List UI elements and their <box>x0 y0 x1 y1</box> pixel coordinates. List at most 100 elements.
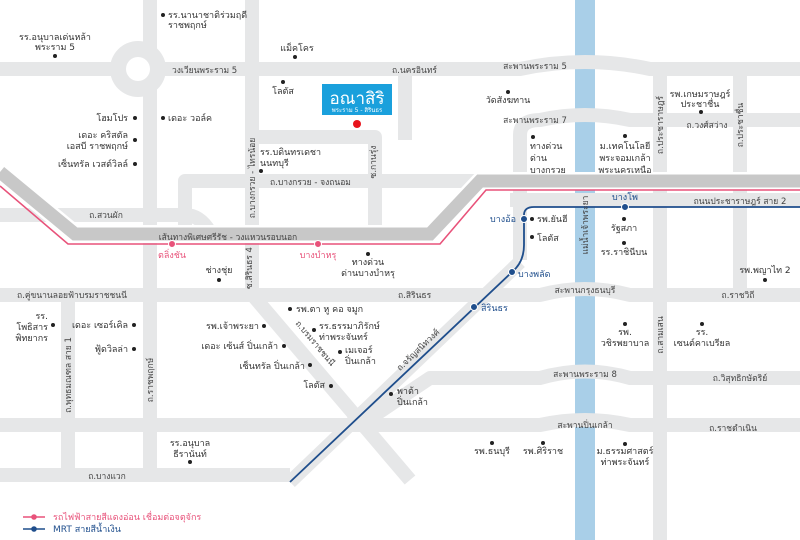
place-label: เดอะ คริสตัลเอสบี ราชพฤกษ์ <box>67 130 129 152</box>
place-marker-dot <box>622 217 626 221</box>
legend-pink-label: รถไฟฟ้าสายสีแดงอ่อน เชื่อมต่อจตุจักร <box>53 510 201 523</box>
road-label: สะพานพระราม 5 <box>503 62 567 72</box>
place-marker-dot <box>623 322 627 326</box>
place-label: เดอะ เซอร์เคิล <box>72 319 128 331</box>
place-label: โลตัส <box>303 380 325 391</box>
station-bang-o-marker[interactable] <box>520 215 528 223</box>
place-label: โลตัส <box>272 86 294 97</box>
road-label: ซ.กานรุ่ง <box>369 146 379 179</box>
legend-blue-label: MRT สายสีน้ำเงิน <box>53 522 121 535</box>
place-marker-dot <box>506 90 510 94</box>
station-bang-pho-marker[interactable] <box>621 203 629 211</box>
project-logo[interactable] <box>322 84 392 115</box>
road-label: สะพานพระราม 7 <box>503 116 567 126</box>
road-label: ถ.สิรินธร <box>398 291 432 301</box>
place-marker-dot <box>133 162 137 166</box>
place-marker-dot <box>531 135 535 139</box>
place-marker-dot <box>188 460 192 464</box>
road-label: ถ.บางกรวย - จงถนอม <box>270 178 351 188</box>
place-label: ม.ธรรมศาสตร์ท่าพระจันทร์ <box>597 445 654 468</box>
logo-subtitle: พระราม 5 - สิรินธร <box>332 107 383 114</box>
road-label: ถ.วงศ์สว่าง <box>686 120 727 131</box>
place-label: รร.อนุบาลธีรานันท์ <box>170 439 210 460</box>
stations <box>168 203 629 311</box>
place-label: รพ.ยันฮี <box>537 214 568 225</box>
station-bang-phlat-marker[interactable] <box>508 268 516 276</box>
place-label: เดอะ เซ้นส์ ปิ่นเกล้า <box>201 339 278 352</box>
road-label: ถ.บางกรวย - ไทรน้อย <box>247 138 258 218</box>
logo-title: อณาสิริ <box>329 89 384 109</box>
road-label: ถ.ราชวิถี <box>722 290 755 301</box>
legend-pink-station-icon <box>31 514 37 520</box>
place-marker-dot <box>530 235 534 239</box>
place-label: เซ็นทรัล เวสต์วิลล์ <box>58 157 128 170</box>
place-marker-dot <box>161 13 165 17</box>
road-label: สะพานปิ่นเกล้า <box>557 419 612 431</box>
place-label: ช่างชุ่ย <box>206 266 233 276</box>
legend: รถไฟฟ้าสายสีแดงอ่อน เชื่อมต่อจตุจักร MRT… <box>23 510 201 535</box>
road-label: ถ.ประชาชื่น <box>734 103 746 148</box>
project-location-marker[interactable] <box>353 120 361 128</box>
place-marker-dot <box>312 328 316 332</box>
station-label: บางอ้อ <box>490 214 516 225</box>
place-label: รร.เซนต์คาเบรียล <box>674 328 731 349</box>
place-label: รพ.ศิริราช <box>523 446 563 457</box>
station-label: สิรินธร <box>481 303 508 314</box>
place-marker-dot <box>308 363 312 367</box>
place-marker-dot <box>132 347 136 351</box>
place-label: ทางด่วนด่านบางกรวย <box>530 142 566 176</box>
expressway-surface <box>0 166 800 241</box>
road-label: ถ.บางแวก <box>88 472 126 482</box>
place-label: รพ.เกษมราษฎร์ประชาชื่น <box>670 88 731 110</box>
place-marker-dot <box>700 322 704 326</box>
road-label: ถ.คู่ขนานลอยฟ้าบรมราชชนนี <box>17 290 127 301</box>
road-label: แม่น้ำเจ้าพระยา <box>579 196 591 255</box>
road-label: ถ.นครอินทร์ <box>392 65 437 76</box>
place-marker-dot <box>133 138 137 142</box>
road-label: ถนนประชาราษฎร์ สาย 2 <box>694 196 787 207</box>
place-marker-dot <box>490 441 494 445</box>
road-label: วงเวียนพระราม 5 <box>172 65 237 76</box>
place-marker-dot <box>282 344 286 348</box>
places: รร.อนุบาลเด่นหล้าพระราม 5 รร.นานาชาติร่ว… <box>16 10 791 468</box>
place-label: รพ.เจ้าพระยา <box>206 321 259 332</box>
roundabout-center <box>126 57 150 81</box>
place-label: ทางด่วนด่านบางบำหรุ <box>341 258 395 279</box>
place-marker-dot <box>293 55 297 59</box>
pink-line-route <box>0 185 800 245</box>
place-marker-dot <box>53 54 57 58</box>
place-label: รร.นานาชาติร่วมฤดีราชพฤกษ์ <box>168 10 247 31</box>
place-label: รพ.ธนบุรี <box>474 446 510 457</box>
place-marker-dot <box>622 241 626 245</box>
station-sirindhorn-marker[interactable] <box>470 303 478 311</box>
place-label: รร.อนุบาลเด่นหล้าพระราม 5 <box>19 32 91 53</box>
place-label: แม็คโคร <box>280 41 314 54</box>
place-label: ฟู้ดวิลล่า <box>95 344 128 355</box>
place-label: ม.เทคโนโลยีพระจอมเกล้าพระนครเหนือ <box>598 141 651 176</box>
place-label: รร.ราชินีบน <box>601 247 648 258</box>
chao-phraya-river <box>575 0 595 540</box>
place-marker-dot <box>262 324 266 328</box>
place-marker-dot <box>623 442 627 446</box>
place-marker-dot <box>366 252 370 256</box>
place-marker-dot <box>288 307 292 311</box>
place-marker-dot <box>329 384 333 388</box>
place-label: รพ.พญาไท 2 <box>739 265 790 276</box>
place-marker-dot <box>389 392 393 396</box>
road-label: ถ.ราชดำเนิน <box>709 424 757 434</box>
place-marker-dot <box>338 350 342 354</box>
place-marker-dot <box>161 116 165 120</box>
place-marker-dot <box>699 110 703 114</box>
road-label: ถ.ราชพฤกษ์ <box>145 357 156 402</box>
place-label: เดอะ วอล์ค <box>168 112 212 124</box>
place-marker-dot <box>217 278 221 282</box>
station-bang-bamru-marker[interactable] <box>314 240 322 248</box>
place-label: โลตัส <box>537 233 559 244</box>
road-label: ถ.สวนผัก <box>89 211 123 221</box>
place-marker-dot <box>133 116 137 120</box>
station-label: บางโพ <box>612 192 638 203</box>
place-marker-dot <box>51 323 55 327</box>
road-label: เส้นทางพิเศษศรีรัช - วงแหวนรอบนอก <box>159 232 297 243</box>
station-taling-chan-marker[interactable] <box>168 240 176 248</box>
